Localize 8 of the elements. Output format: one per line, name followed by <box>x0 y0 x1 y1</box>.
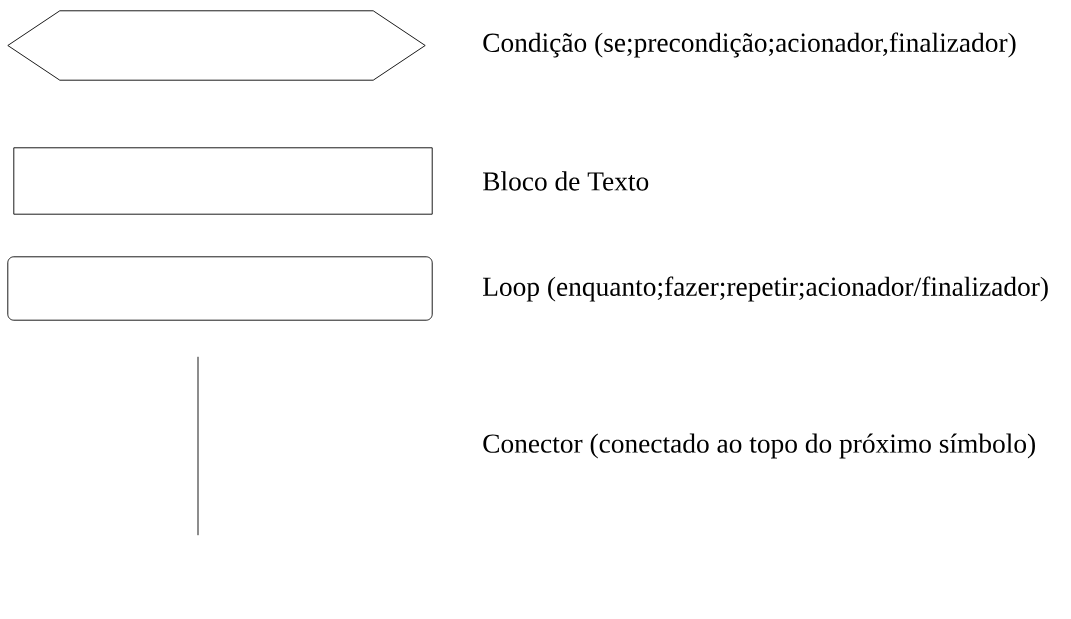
symbol-description: Bloco de Texto <box>483 171 649 191</box>
hexagon-symbol <box>7 10 426 81</box>
rectangle-symbol <box>13 147 433 215</box>
symbol-description: Condição (se;precondição;acionador,finalizador) <box>483 32 1016 58</box>
symbol-description: Conector (conectado ao topo do próximo símbolo) <box>483 433 1035 459</box>
connector-line-symbol <box>197 356 199 536</box>
symbol-description: Loop (enquanto;fazer;repetir;acionador/finalizador) <box>483 276 1048 302</box>
rounded-rectangle-symbol <box>7 256 433 321</box>
